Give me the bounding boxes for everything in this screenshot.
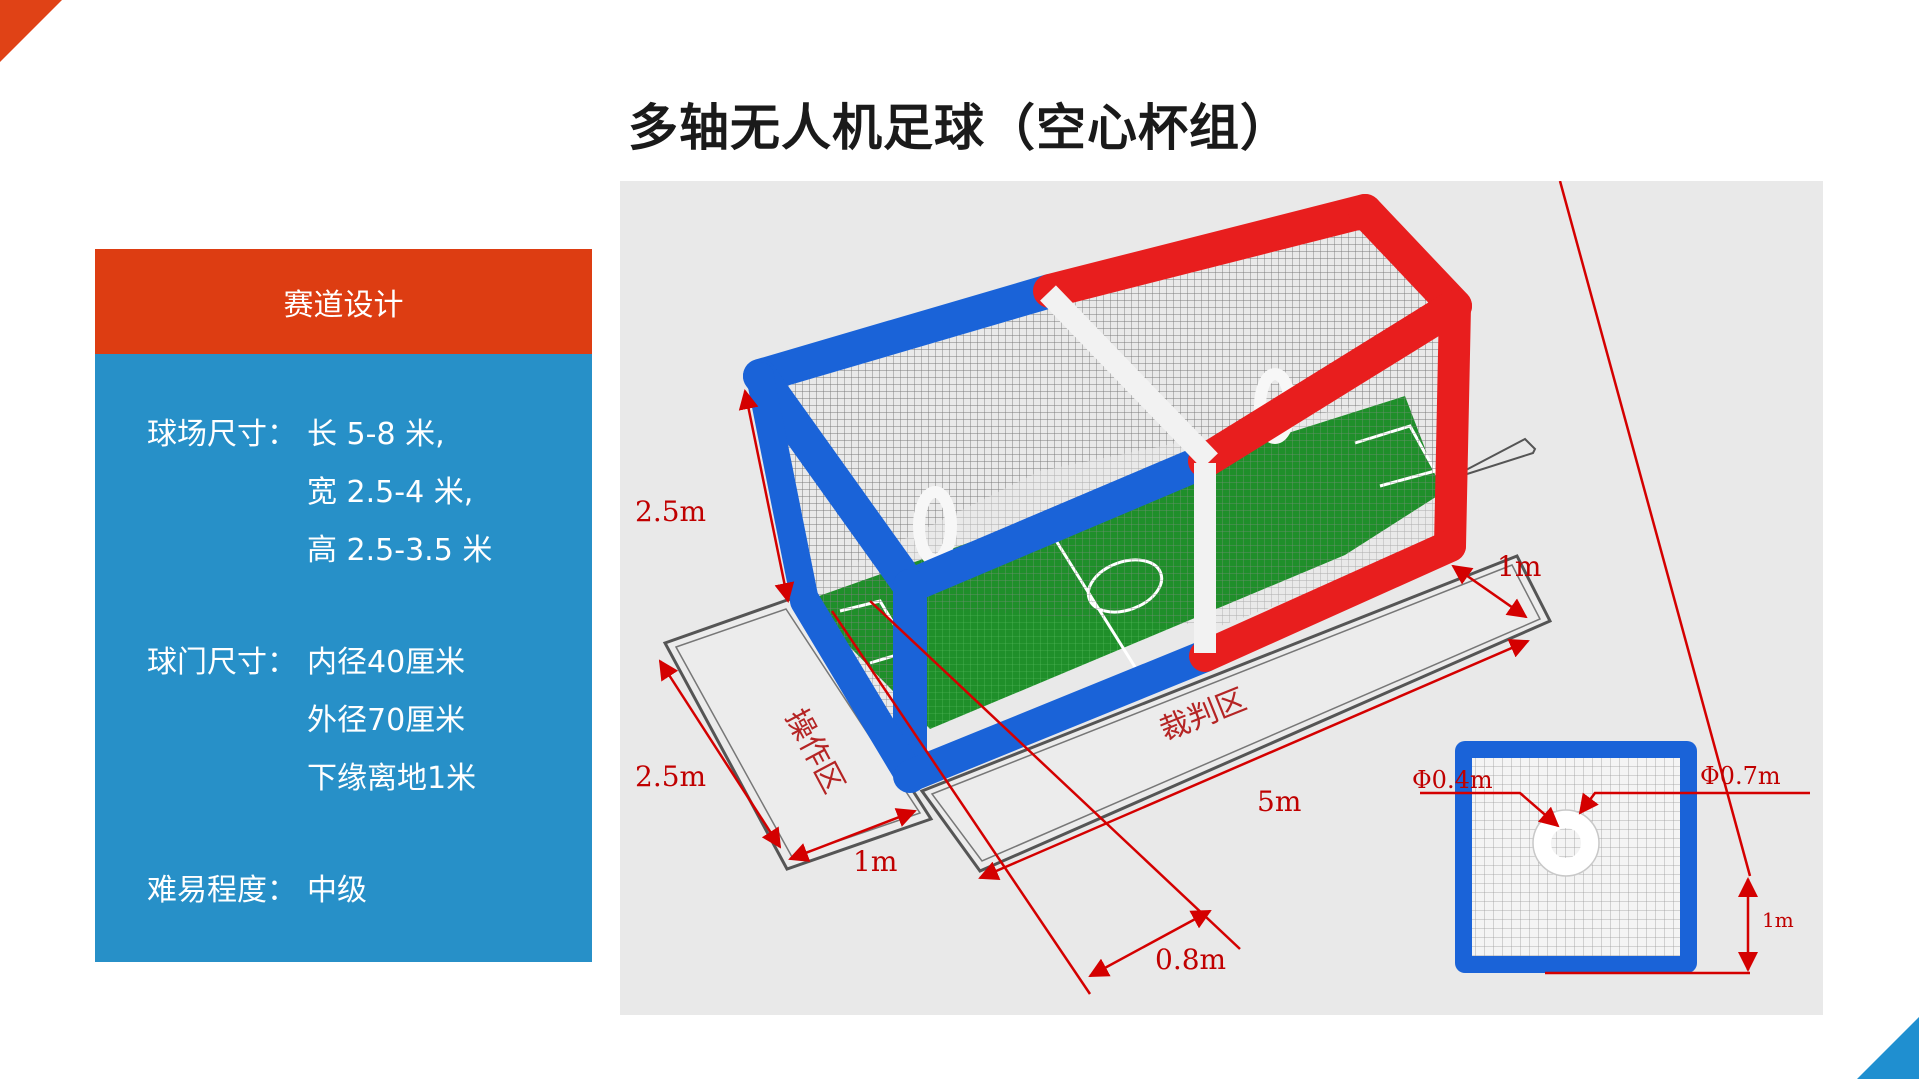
- spec-values: 中级: [307, 862, 367, 920]
- dim-inner-diameter: Φ0.4m: [1412, 766, 1493, 794]
- page-title: 多轴无人机足球（空心杯组）: [628, 99, 1291, 157]
- goal-detail-ring-edge: [1532, 809, 1600, 877]
- goal-detail-ring: [1533, 810, 1599, 876]
- dim-side-gap: 1m: [1497, 550, 1541, 583]
- spec-panel-body: 球场尺寸： 长 5-8 米, 宽 2.5-4 米, 高 2.5-3.5 米 球门…: [95, 354, 592, 962]
- dim-goal-height: 1m: [1762, 908, 1794, 932]
- spec-label: 难易程度：: [147, 873, 297, 908]
- frame-red: [1033, 194, 1472, 672]
- spec-row-goal-size: 球门尺寸： 内径40厘米 外径70厘米 下缘离地1米: [147, 634, 592, 808]
- goal-height-top: [1558, 181, 1752, 877]
- spec-value: 长 5-8 米,: [307, 417, 445, 452]
- spec-value: 高 2.5-3.5 米: [307, 533, 493, 568]
- leader-outer: [1578, 791, 1810, 815]
- corner-accent-top-left: [0, 0, 62, 62]
- spec-values: 长 5-8 米, 宽 2.5-4 米, 高 2.5-3.5 米: [307, 406, 492, 580]
- spec-row-difficulty: 难易程度： 中级: [147, 862, 592, 920]
- spec-value: 内径40厘米: [307, 645, 466, 680]
- spec-label: 球场尺寸：: [147, 417, 297, 452]
- spec-panel: 赛道设计 球场尺寸： 长 5-8 米, 宽 2.5-4 米, 高 2.5-3.5…: [95, 249, 592, 962]
- dim-length: 5m: [1257, 785, 1301, 818]
- corner-accent-bottom-right: [1857, 1017, 1919, 1079]
- dim-front-gap: 1m: [853, 845, 897, 878]
- goal-detail: Φ0.4m Φ0.7m 1m: [1412, 181, 1810, 975]
- spec-values: 内径40厘米 外径70厘米 下缘离地1米: [307, 634, 476, 808]
- dim-outer-diameter: Φ0.7m: [1700, 762, 1781, 790]
- dimension-lines: [658, 389, 1530, 995]
- spec-label: 球门尺寸：: [147, 645, 297, 680]
- spec-panel-header: 赛道设计: [95, 249, 592, 354]
- dim-height: 2.5m: [635, 495, 706, 528]
- dim-goal-offset: 0.8m: [1155, 943, 1226, 976]
- spec-value: 外径70厘米: [307, 703, 466, 738]
- arena-diagram: 操作区 裁判区: [620, 181, 1823, 1015]
- spec-value: 宽 2.5-4 米,: [307, 475, 474, 510]
- right-side-zone: [1444, 437, 1537, 482]
- net-left-end: [760, 376, 910, 781]
- spec-value: 中级: [307, 873, 367, 908]
- dim-width: 2.5m: [635, 760, 706, 793]
- leader-inner: [1420, 791, 1560, 828]
- divider-top: [1040, 285, 1218, 469]
- spec-value: 下缘离地1米: [307, 761, 477, 796]
- spec-row-field-size: 球场尺寸： 长 5-8 米, 宽 2.5-4 米, 高 2.5-3.5 米: [147, 406, 592, 580]
- arena-diagram-svg: 操作区 裁判区: [635, 181, 1810, 995]
